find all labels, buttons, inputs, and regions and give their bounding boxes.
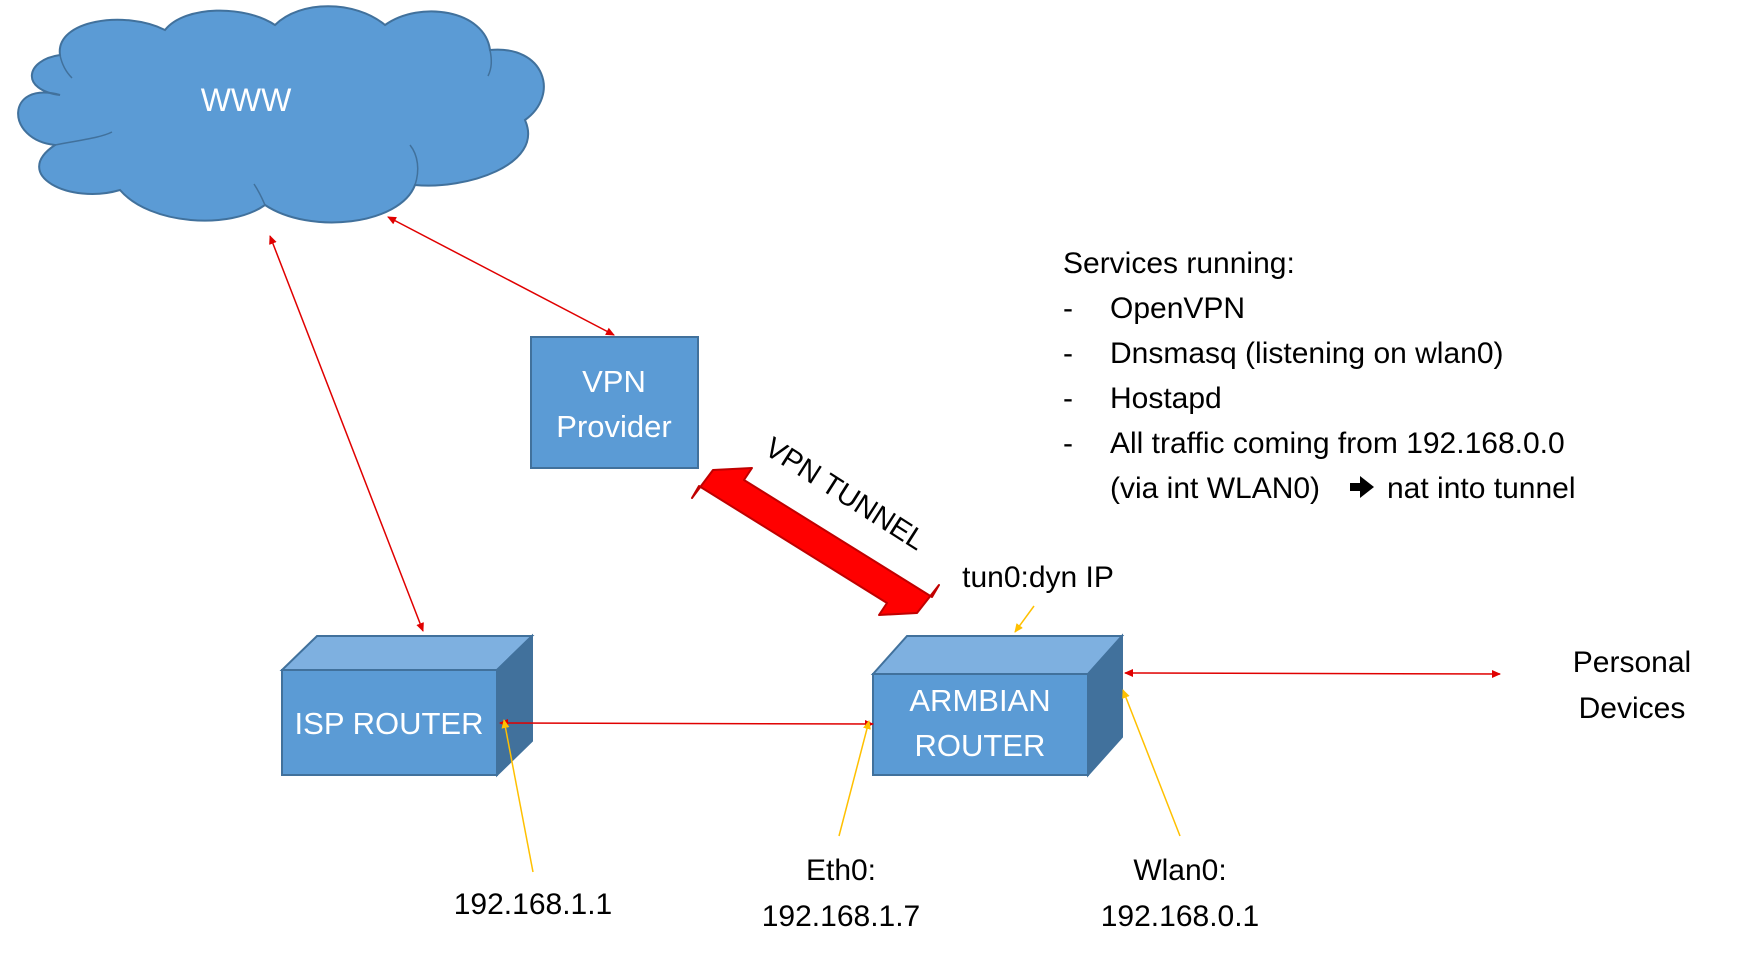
services-title: Services running: xyxy=(1063,247,1295,280)
armbian-router-label-line2: ROUTER xyxy=(915,728,1046,763)
services-item: All traffic coming from 192.168.0.0 xyxy=(1110,427,1565,460)
www-label: WWW xyxy=(201,82,292,118)
armbian-router-label-line1: ARMBIAN xyxy=(909,683,1050,718)
services-bullet: - xyxy=(1063,427,1073,460)
services-continuation-pre: (via int WLAN0) xyxy=(1110,472,1320,505)
personal-devices-line2: Devices xyxy=(1579,692,1686,725)
link-cloud-vpn-provider xyxy=(387,216,615,336)
services-item: Hostapd xyxy=(1110,382,1222,415)
services-item: Dnsmasq (listening on wlan0) xyxy=(1110,337,1504,370)
wlan0-label: Wlan0: xyxy=(1133,854,1226,887)
eth0-ip: 192.168.1.7 xyxy=(762,900,920,933)
services-continuation-post: nat into tunnel xyxy=(1387,472,1575,505)
services-item: OpenVPN xyxy=(1110,292,1245,325)
services-bullet: - xyxy=(1063,382,1073,415)
armbian-router-box: ARMBIAN ROUTER xyxy=(870,633,1125,778)
eth0-label: Eth0: xyxy=(806,854,876,887)
link-isp-armbian xyxy=(499,719,874,728)
isp-router-ip: 192.168.1.1 xyxy=(454,888,612,921)
pointer-eth0 xyxy=(838,720,871,837)
vpn-provider-box: VPN Provider xyxy=(530,336,699,469)
pointer-wlan0 xyxy=(1122,689,1181,837)
vpn-tunnel-arrow xyxy=(691,467,940,616)
vpn-provider-label-line2: Provider xyxy=(556,409,671,444)
tun0-label: tun0:dyn IP xyxy=(962,561,1114,594)
isp-router-box: ISP ROUTER xyxy=(279,633,535,778)
wlan0-ip: 192.168.0.1 xyxy=(1101,900,1259,933)
link-armbian-personal-devices xyxy=(1124,669,1501,678)
isp-router-label: ISP ROUTER xyxy=(295,706,484,741)
personal-devices-line1: Personal xyxy=(1573,646,1691,679)
vpn-provider-label-line1: VPN xyxy=(582,364,646,399)
link-cloud-isp xyxy=(269,235,424,632)
services-bullet: - xyxy=(1063,337,1073,370)
pointer-isp-ip xyxy=(501,719,534,873)
services-bullet: - xyxy=(1063,292,1073,325)
pointer-tun0 xyxy=(1014,605,1035,633)
services-block: Services running: - OpenVPN - Dnsmasq (l… xyxy=(1063,247,1575,505)
www-cloud: WWW xyxy=(17,5,545,224)
right-arrow-icon xyxy=(1350,476,1374,498)
